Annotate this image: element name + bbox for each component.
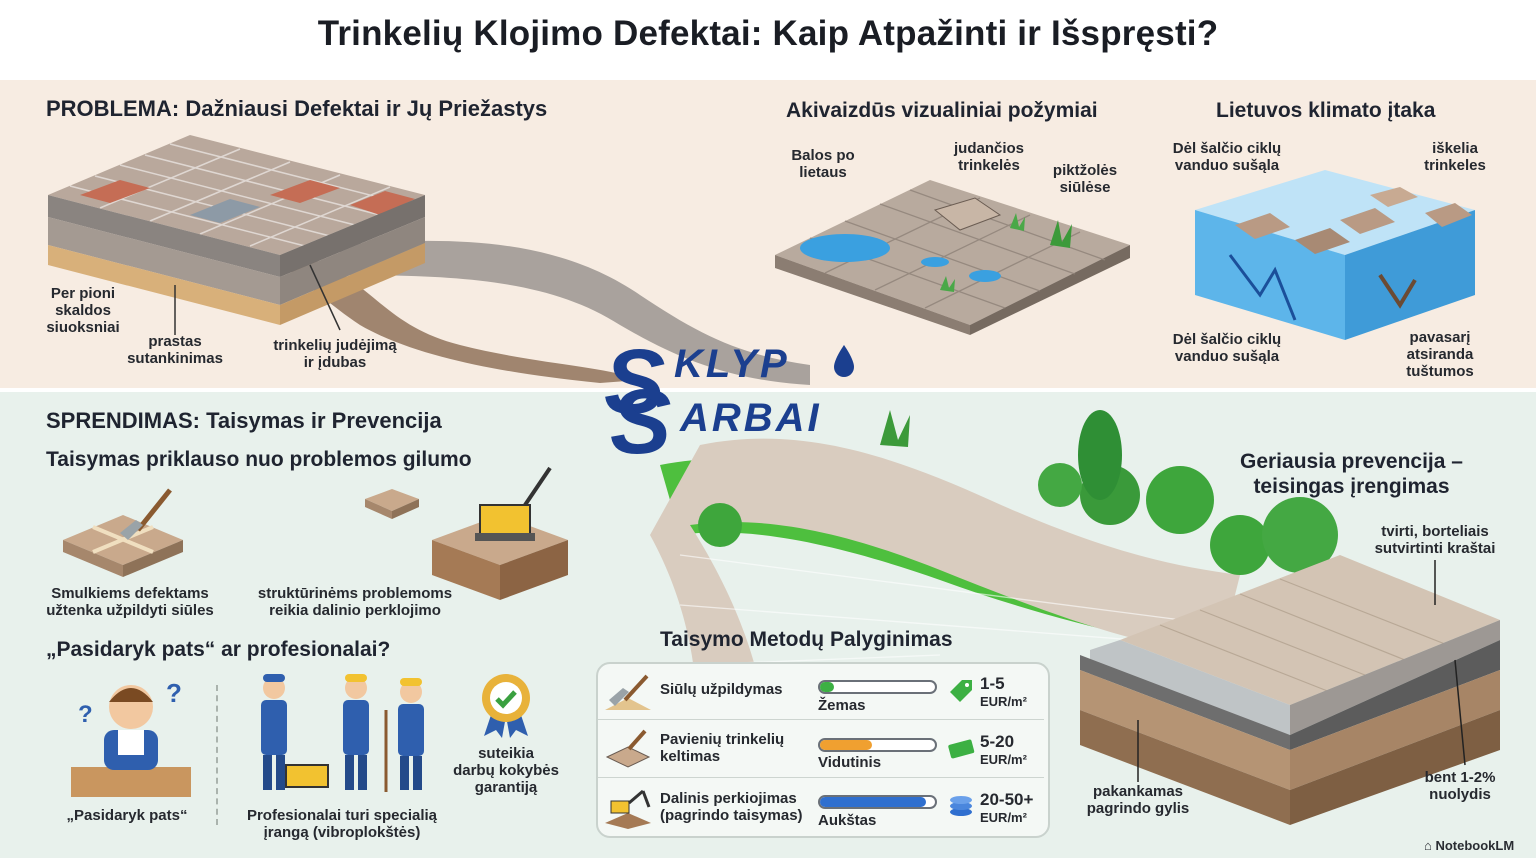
footer-brand-text: NotebookLM <box>1435 838 1515 853</box>
weeds-label: piktžolės siūlėse <box>1052 162 1118 196</box>
visual-heading: Akivaizdūs vizualiniai požymiai <box>786 99 1098 122</box>
divider <box>216 685 218 825</box>
base-depth-label: pakankamas pagrindo gylis <box>1086 783 1190 817</box>
moving-pavers-label: judančios trinkelės <box>953 140 1024 174</box>
freeze-top-label: Dėl šalčio ciklų vanduo sušąla <box>1172 140 1282 174</box>
svg-text:?: ? <box>78 701 93 728</box>
method-label: Pavienių trinkelių keltimas <box>660 731 785 765</box>
price-range: 20-50+ <box>980 790 1034 809</box>
svg-text:?: ? <box>166 678 182 708</box>
edges-label: tvirti, borteliais sutvirtinti kraštai <box>1374 523 1496 557</box>
climate-heading: Lietuvos klimato įtaka <box>1216 99 1436 122</box>
guarantee-label: suteikia darbų kokybės garantiją <box>453 745 559 796</box>
voids-label: pavasarį atsiranda tuštumos <box>1406 329 1474 380</box>
quality-badge-icon <box>482 674 530 738</box>
slope-label: bent 1-2% nuolydis <box>1424 769 1496 803</box>
puddles-label: Balos po lietaus <box>791 147 855 181</box>
compaction-label: prastas sutankinimas <box>127 333 223 367</box>
effort-bar <box>818 738 937 752</box>
price-range: 1-5 <box>980 674 1005 693</box>
effort-level-label: Žemas <box>818 697 866 714</box>
coin-stack-icon <box>950 796 972 816</box>
effort-bar <box>818 795 937 809</box>
professionals-illustration <box>261 674 424 792</box>
price-unit: EUR/m² <box>980 694 1027 709</box>
movement-label: trinkelių judėjimą ir įdubas <box>273 337 397 371</box>
repair-depth-heading: Taisymas priklauso nuo problemos gilumo <box>46 448 472 471</box>
effort-level-label: Aukštas <box>818 812 877 829</box>
row-divider <box>598 777 1044 778</box>
excavator-icon <box>605 789 651 829</box>
method-label: Siūlų užpildymas <box>660 681 783 698</box>
row-divider <box>598 719 1044 720</box>
notebook-icon: ⌂ <box>1424 838 1436 853</box>
prevention-heading: Geriausia prevencija – teisingas įrengim… <box>1240 450 1463 498</box>
solution-heading: SPRENDIMAS: Taisymas ir Prevencija <box>46 408 442 433</box>
water-drop-icon <box>834 345 854 377</box>
page-title: Trinkelių Klojimo Defektai: Kaip Atpažin… <box>317 14 1219 53</box>
effort-level-label: Vidutinis <box>818 754 882 771</box>
paver-lifting-icon <box>605 729 651 768</box>
logo-letter-s-bottom: S <box>610 371 672 473</box>
price-unit: EUR/m² <box>980 810 1027 825</box>
problem-heading: PROBLEMA: Dažniausi Defektai ir Jų Priež… <box>46 96 548 121</box>
visual-symptoms-illustration <box>775 180 1130 335</box>
joint-filling-illustration <box>63 488 183 577</box>
logo-text-top: KLYP <box>674 342 790 386</box>
price-tag-icon <box>950 680 972 702</box>
trowel-sand-icon <box>605 674 651 710</box>
structural-problems-label: struktūrinėms problemoms reikia dalinio … <box>257 585 453 619</box>
price-range: 5-20 <box>980 732 1015 751</box>
single-paver-illustration <box>365 489 419 519</box>
small-defects-label: Smulkiems defektams užtenka užpildyti si… <box>46 585 214 619</box>
logo-letter-s-top: S <box>604 331 666 433</box>
diy-person-illustration: ? ? <box>71 678 191 797</box>
diy-vs-pro-heading: „Pasidaryk pats“ ar profesionalai? <box>46 638 391 661</box>
plate-compactor-block-illustration <box>432 466 568 600</box>
effort-bar-fill <box>820 682 834 692</box>
effort-bar <box>818 680 937 694</box>
lifts-pavers-label: iškelia trinkeles <box>1424 140 1486 174</box>
freeze-bottom-label: Dėl šalčio ciklų vanduo sušąla <box>1172 331 1282 365</box>
pavement-layers-illustration <box>48 135 810 385</box>
footer-brand: ⌂ NotebookLM <box>1424 838 1514 853</box>
method-label: Dalinis perkiojimas (pagrindo taisymas) <box>660 790 803 824</box>
price-unit: EUR/m² <box>980 752 1027 767</box>
effort-bar-fill <box>820 797 926 807</box>
professionals-label: Profesionalai turi specialią įrangą (vib… <box>246 807 438 841</box>
leader-lines <box>1137 560 1466 782</box>
effort-bar-fill <box>820 740 872 750</box>
layers-label: Per pioni skaldos siuoksniai <box>46 285 120 336</box>
logo-text-bottom: ARBAI <box>680 396 822 440</box>
diy-label: „Pasidaryk pats“ <box>66 807 188 824</box>
cash-icon <box>948 739 975 759</box>
climate-frost-illustration <box>1195 170 1475 340</box>
comparison-heading: Taisymo Metodų Palyginimas <box>660 628 953 651</box>
